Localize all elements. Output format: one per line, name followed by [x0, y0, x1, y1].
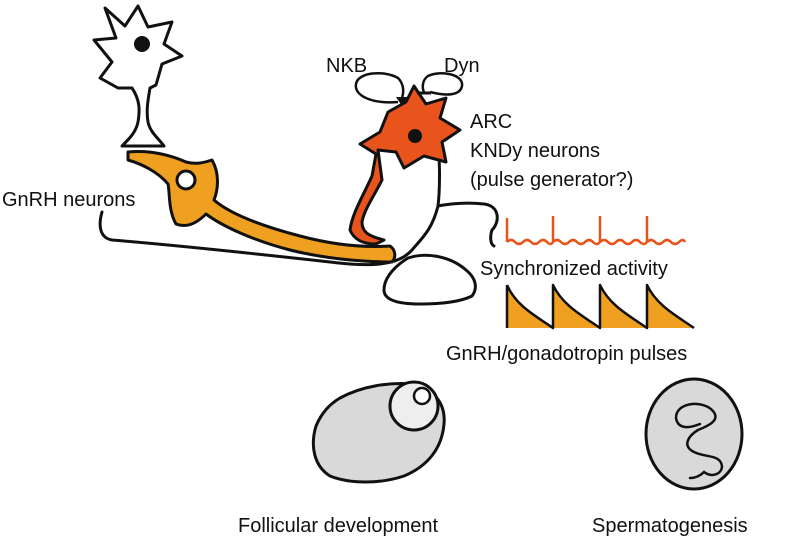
- gnrh-neurons-label: GnRH neurons: [2, 189, 135, 211]
- ovary-icon: [311, 380, 446, 484]
- pituitary-outline: [382, 253, 477, 306]
- dyn-label: Dyn: [444, 55, 480, 77]
- dyn-feedback-loop: [417, 72, 464, 96]
- upstream-neuron-icon: [92, 4, 184, 148]
- spermatogenesis-label: Spermatogenesis: [592, 515, 748, 537]
- gnrh-pulse-trace: [505, 283, 695, 330]
- arc-label: ARC: [470, 111, 512, 133]
- gnrh-pulses-label: GnRH/gonadotropin pulses: [446, 343, 687, 365]
- synchronized-activity-label: Synchronized activity: [480, 258, 668, 280]
- gnrh-neuron-icon: [126, 150, 397, 264]
- synchronized-activity-trace: [505, 216, 687, 246]
- follicular-development-label: Follicular development: [238, 515, 439, 537]
- testis-icon: [644, 377, 744, 491]
- kndy-neuron-icon: [348, 84, 462, 246]
- kndy-label: KNDy neurons: [470, 140, 600, 162]
- nkb-label: NKB: [326, 55, 367, 77]
- pulse-generator-label: (pulse generator?): [470, 169, 633, 191]
- median-eminence-outline: [436, 201, 499, 248]
- nkb-feedback-loop: [354, 71, 408, 106]
